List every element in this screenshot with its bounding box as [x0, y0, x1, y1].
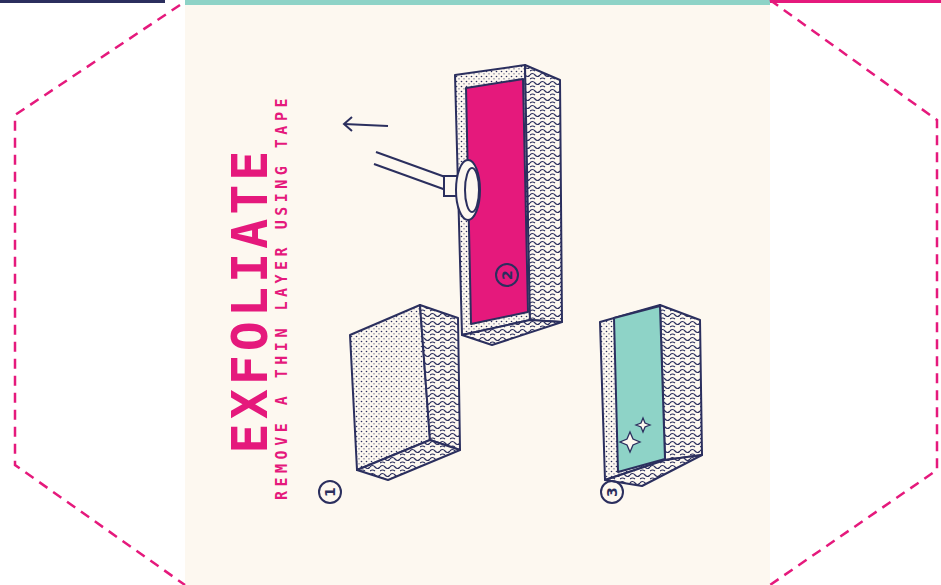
material-block: [600, 305, 702, 486]
material-block: [350, 305, 460, 480]
material-block: [455, 65, 562, 345]
cut-line: [15, 0, 937, 585]
pull-arrow: [344, 117, 388, 131]
top-bar: [185, 0, 770, 5]
title: EXFOLIATE: [225, 147, 275, 454]
callout-number: 2: [500, 270, 514, 280]
callout-number: 1: [323, 487, 337, 497]
sparkle: [620, 418, 650, 452]
subtitle: REMOVE A THIN LAYER USING TAPE: [275, 94, 290, 500]
callout-circle: [319, 264, 623, 503]
tape-roller: [374, 152, 480, 220]
callout-number: 3: [605, 487, 619, 497]
panel: [185, 5, 770, 585]
top-bar: [770, 0, 941, 3]
top-bar: [0, 0, 165, 3]
